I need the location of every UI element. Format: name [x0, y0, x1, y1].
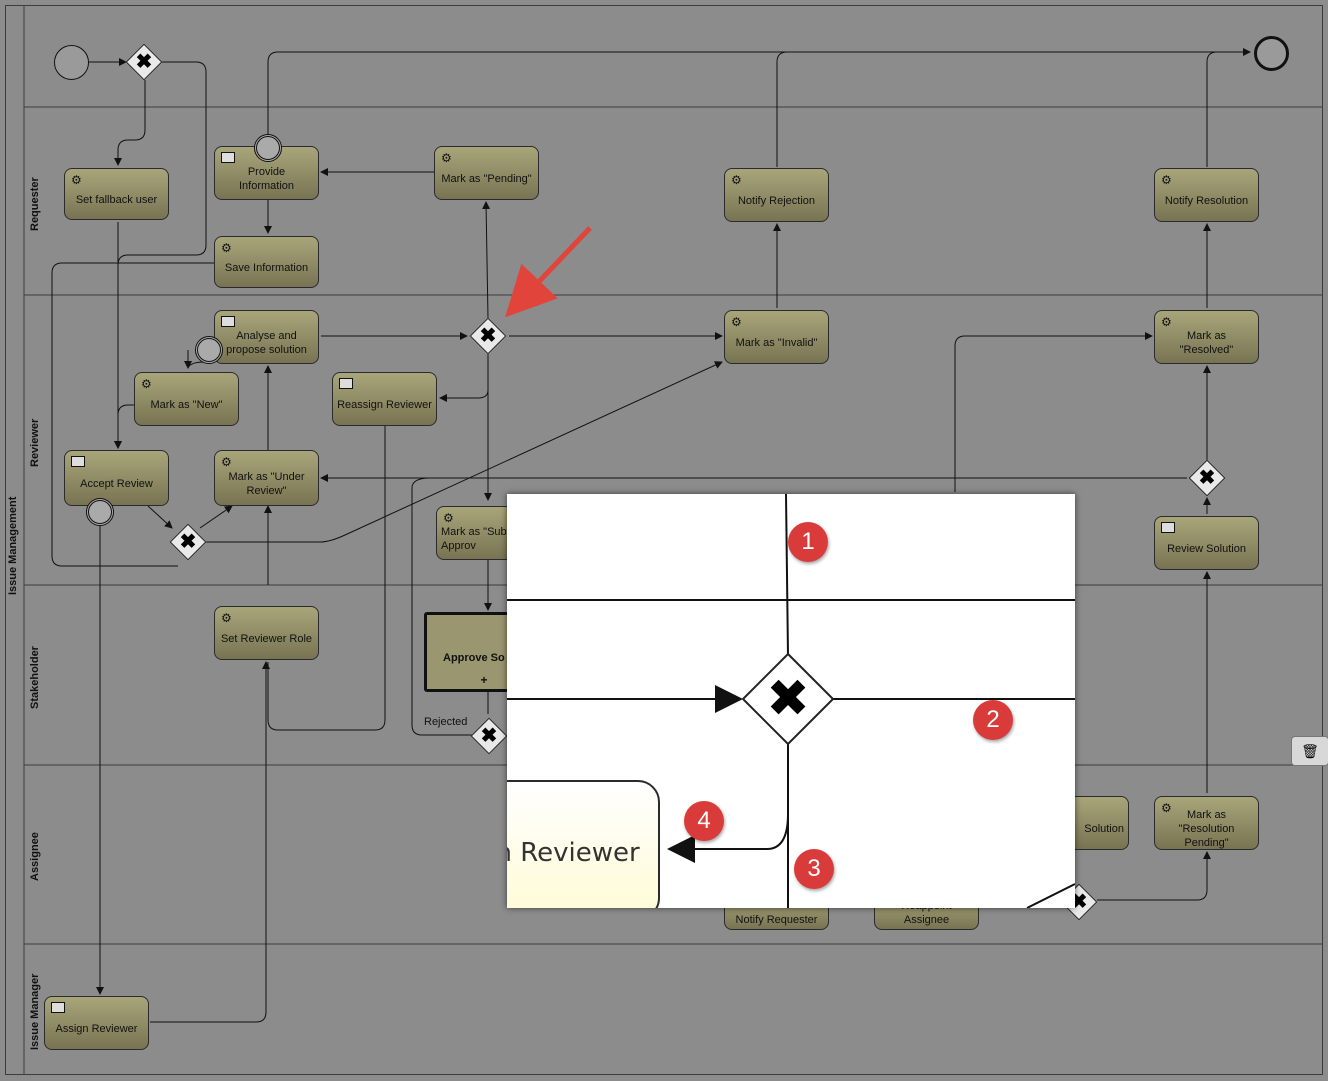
- expand-icon[interactable]: +: [480, 673, 488, 687]
- timer-boundary-event[interactable]: [195, 336, 223, 364]
- zoom-task-reassign-reviewer: gn Reviewer: [507, 780, 660, 908]
- task-mark-invalid[interactable]: ⚙Mark as "Invalid": [724, 310, 829, 364]
- gear-icon: ⚙: [1161, 315, 1172, 329]
- badge-3: 3: [794, 849, 834, 889]
- gear-icon: ⚙: [441, 151, 452, 165]
- lane-label-reviewer: Reviewer: [29, 418, 41, 467]
- user-task-icon: [339, 378, 353, 389]
- exclusive-gateway-icon: ✖: [1198, 467, 1216, 489]
- lane-label-requester: Requester: [29, 177, 41, 231]
- pool: [5, 5, 1323, 1075]
- task-analyse-propose-solution[interactable]: Analyse and propose solution: [214, 310, 319, 364]
- exclusive-gateway-icon: ✖: [479, 325, 497, 347]
- task-mark-pending[interactable]: ⚙Mark as "Pending": [434, 146, 539, 200]
- user-task-icon: [221, 316, 235, 327]
- lane-label-stakeholder: Stakeholder: [29, 646, 41, 709]
- badge-1: 1: [788, 522, 828, 562]
- task-save-information[interactable]: ⚙Save Information: [214, 236, 319, 288]
- task-mark-new[interactable]: ⚙Mark as "New": [134, 372, 239, 426]
- task-notify-resolution[interactable]: ⚙Notify Resolution: [1154, 168, 1259, 222]
- timer-boundary-event[interactable]: [86, 498, 114, 526]
- task-set-reviewer-role[interactable]: ⚙Set Reviewer Role: [214, 606, 319, 660]
- exclusive-gateway-icon: ✖: [480, 725, 498, 747]
- pointer-arrow: [505, 226, 592, 318]
- exclusive-gateway-icon: ✖: [179, 531, 197, 553]
- svg-text:✖: ✖: [766, 669, 810, 729]
- zoom-inset: ✖ gn Reviewer 1 2 3 4: [507, 494, 1075, 908]
- task-mark-resolution-pending[interactable]: ⚙Mark as "Resolution Pending": [1154, 796, 1259, 850]
- gear-icon: ⚙: [221, 611, 232, 625]
- timer-boundary-event[interactable]: [254, 134, 282, 162]
- gear-icon: ⚙: [1161, 173, 1172, 187]
- task-mark-resolved[interactable]: ⚙Mark as "Resolved": [1154, 310, 1259, 364]
- gear-icon: ⚙: [221, 241, 232, 255]
- user-task-icon: [1161, 522, 1175, 533]
- task-assign-reviewer[interactable]: Assign Reviewer: [44, 996, 149, 1050]
- flow-label-rejected: Rejected: [424, 716, 468, 728]
- task-review-solution[interactable]: Review Solution: [1154, 516, 1259, 570]
- gear-icon: ⚙: [221, 455, 232, 469]
- gear-icon: ⚙: [731, 173, 742, 187]
- start-event[interactable]: [54, 45, 89, 80]
- gear-icon: ⚙: [731, 315, 742, 329]
- badge-2: 2: [973, 700, 1013, 740]
- task-reassign-reviewer[interactable]: Reassign Reviewer: [332, 372, 437, 426]
- lane-label-assignee: Assignee: [29, 832, 41, 881]
- end-event[interactable]: [1254, 36, 1289, 71]
- user-task-icon: [71, 456, 85, 467]
- task-set-fallback-user[interactable]: ⚙Set fallback user: [64, 168, 169, 220]
- user-task-icon: [51, 1002, 65, 1013]
- task-accept-review[interactable]: Accept Review: [64, 450, 169, 506]
- gear-icon: ⚙: [71, 173, 82, 187]
- zoom-lines: ✖: [507, 494, 1075, 908]
- trash-icon[interactable]: 🗑: [1291, 736, 1328, 766]
- lane-label-issue-manager: Issue Manager: [29, 973, 41, 1050]
- pool-label: Issue Management: [7, 496, 19, 595]
- exclusive-gateway-icon: ✖: [135, 51, 153, 73]
- task-notify-rejection[interactable]: ⚙Notify Rejection: [724, 168, 829, 222]
- badge-4: 4: [684, 801, 724, 841]
- gear-icon: ⚙: [1161, 801, 1172, 815]
- task-mark-under-review[interactable]: ⚙Mark as "Under Review": [214, 450, 319, 506]
- gear-icon: ⚙: [443, 511, 454, 525]
- gear-icon: ⚙: [141, 377, 152, 391]
- user-task-icon: [221, 152, 235, 163]
